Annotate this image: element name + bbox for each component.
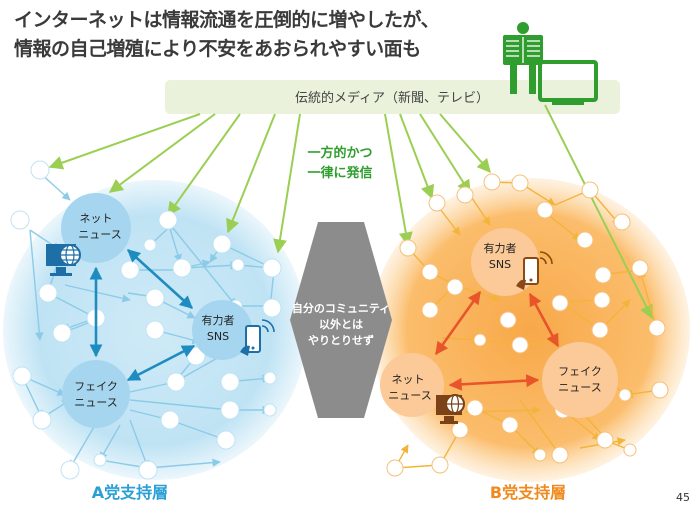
group-b-influencer-line-1: 有力者	[484, 241, 517, 255]
group-b-fake-news-hub	[542, 342, 618, 418]
group-b-net-news-line-1: ネット	[392, 373, 425, 386]
group-a-caption: A党支持層	[92, 483, 168, 502]
traditional-media-box	[165, 80, 620, 114]
group-b-fake-news-line-2: ニュース	[558, 381, 601, 394]
divider-line-1: 自分のコミュニティ	[292, 301, 390, 315]
group-a-influencer-line-2: SNS	[207, 330, 229, 343]
group-b-strong-links	[434, 290, 560, 391]
group-a-net-news-line-1: ネット	[80, 212, 113, 225]
group-b-fake-news-line-1: フェイク	[558, 365, 602, 378]
smartphone-signal-icon	[516, 251, 553, 290]
newspaper-reader-icon	[503, 22, 543, 94]
title-line-1: インターネットは情報流通を圧倒的に増やしたが、	[14, 9, 440, 31]
page-number: 45	[676, 491, 690, 504]
divider-line-2: 以外とは	[319, 317, 363, 331]
group-a-fake-news-hub	[62, 360, 130, 428]
group-a-net-news-line-2: ニュース	[78, 228, 121, 241]
monitor-globe-icon	[436, 394, 465, 424]
broadcast-note-line-1: 一方的かつ	[307, 145, 372, 161]
divider-line-3: やりとりせず	[308, 333, 374, 347]
group-a-strong-links	[89, 249, 196, 382]
group-b-influencer-line-2: SNS	[489, 258, 511, 271]
group-b-influencer-hub	[471, 228, 539, 296]
group-a-influencer-hub	[192, 300, 252, 360]
group-a-fake-news-line-2: ニュース	[74, 396, 117, 409]
monitor-globe-icon	[46, 244, 81, 276]
traditional-media-label: 伝統的メディア（新聞、テレビ）	[295, 90, 489, 106]
group-b-caption: B党支持層	[490, 483, 566, 502]
smartphone-signal-icon	[240, 319, 275, 356]
tv-icon	[538, 60, 598, 105]
broadcast-note-line-2: 一律に発信	[307, 165, 372, 181]
group-b-net-news-hub	[380, 353, 444, 417]
broadcast-arrows	[48, 104, 653, 320]
title-line-2: 情報の自己増殖により不安をあおられやすい面も	[14, 38, 421, 60]
group-b-cloud	[370, 178, 690, 482]
group-a-influencer-line-1: 有力者	[202, 313, 235, 327]
slide-title: インターネットは情報流通を圧倒的に増やしたが、 情報の自己増殖により不安をあおら…	[14, 6, 504, 64]
group-b-net-news-line-2: ニュース	[388, 389, 431, 402]
community-divider	[290, 222, 392, 418]
group-a-net-news-hub	[61, 193, 131, 263]
group-a-fake-news-line-1: フェイク	[74, 380, 118, 393]
